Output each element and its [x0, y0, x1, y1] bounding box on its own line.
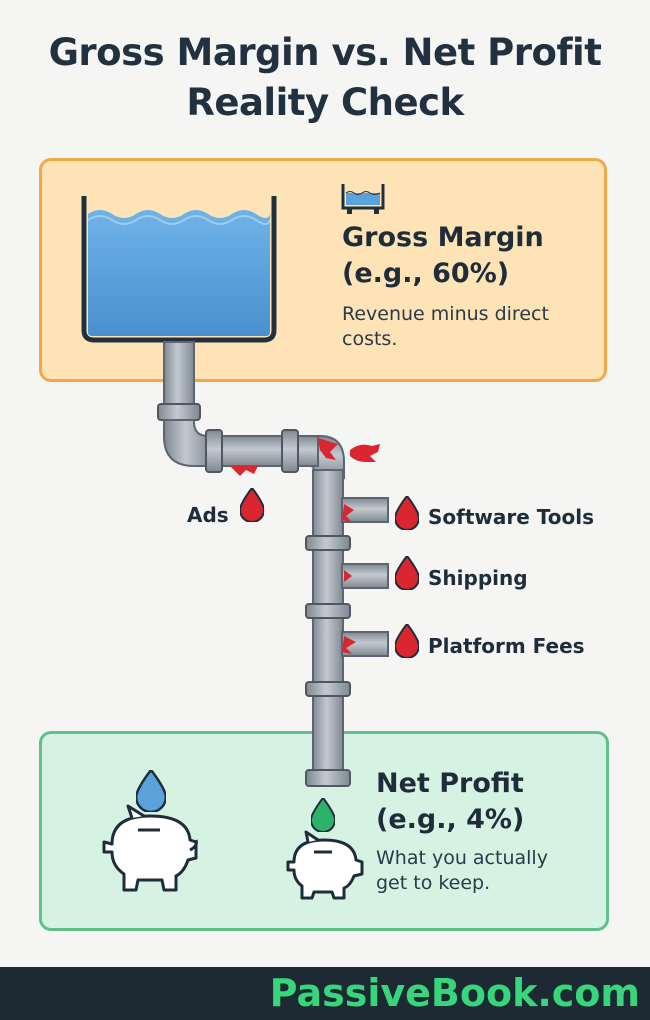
leak-label-shipping: Shipping	[428, 566, 528, 590]
gross-margin-example: (e.g., 60%)	[342, 258, 510, 289]
leak-splashes	[230, 438, 380, 654]
gross-margin-heading: Gross Margin (e.g., 60%)	[342, 220, 544, 292]
gross-desc-line-1: Revenue minus direct	[342, 303, 549, 325]
net-desc-line-2: get to keep.	[376, 872, 491, 894]
leak-label-ads: Ads	[187, 503, 229, 527]
platform-drop-icon	[395, 624, 419, 658]
piggy-bank-small-icon	[286, 830, 364, 900]
footer-bar: PassiveBook.com	[0, 967, 650, 1020]
ads-drop-icon	[240, 488, 264, 522]
leak-label-platform-fees: Platform Fees	[428, 634, 585, 658]
gross-desc-line-2: costs.	[342, 328, 398, 350]
net-profit-heading: Net Profit (e.g., 4%)	[376, 766, 524, 838]
gross-margin-description: Revenue minus direct costs.	[342, 302, 549, 352]
leak-label-software-tools: Software Tools	[428, 505, 594, 529]
net-profit-description: What you actually get to keep.	[376, 846, 548, 896]
net-profit-example: (e.g., 4%)	[376, 804, 525, 835]
main-pipe	[157, 341, 389, 787]
water-drop-icon	[136, 770, 166, 812]
piggy-bank-icon	[102, 804, 198, 892]
title-line-2: Reality Check	[186, 81, 464, 124]
water-tank-icon	[81, 196, 277, 343]
software-drop-icon	[395, 496, 419, 530]
gross-tank-icon	[341, 184, 385, 214]
title-line-1: Gross Margin vs. Net Profit	[48, 31, 602, 74]
net-desc-line-1: What you actually	[376, 847, 548, 869]
page-title: Gross Margin vs. Net Profit Reality Chec…	[0, 28, 650, 128]
shipping-drop-icon	[395, 556, 419, 590]
brand-link[interactable]: PassiveBook.com	[269, 971, 640, 1015]
net-profit-title: Net Profit	[376, 768, 524, 799]
pipe-diagram	[81, 184, 419, 900]
gross-margin-title: Gross Margin	[342, 222, 544, 253]
profit-drop-icon	[311, 798, 335, 832]
